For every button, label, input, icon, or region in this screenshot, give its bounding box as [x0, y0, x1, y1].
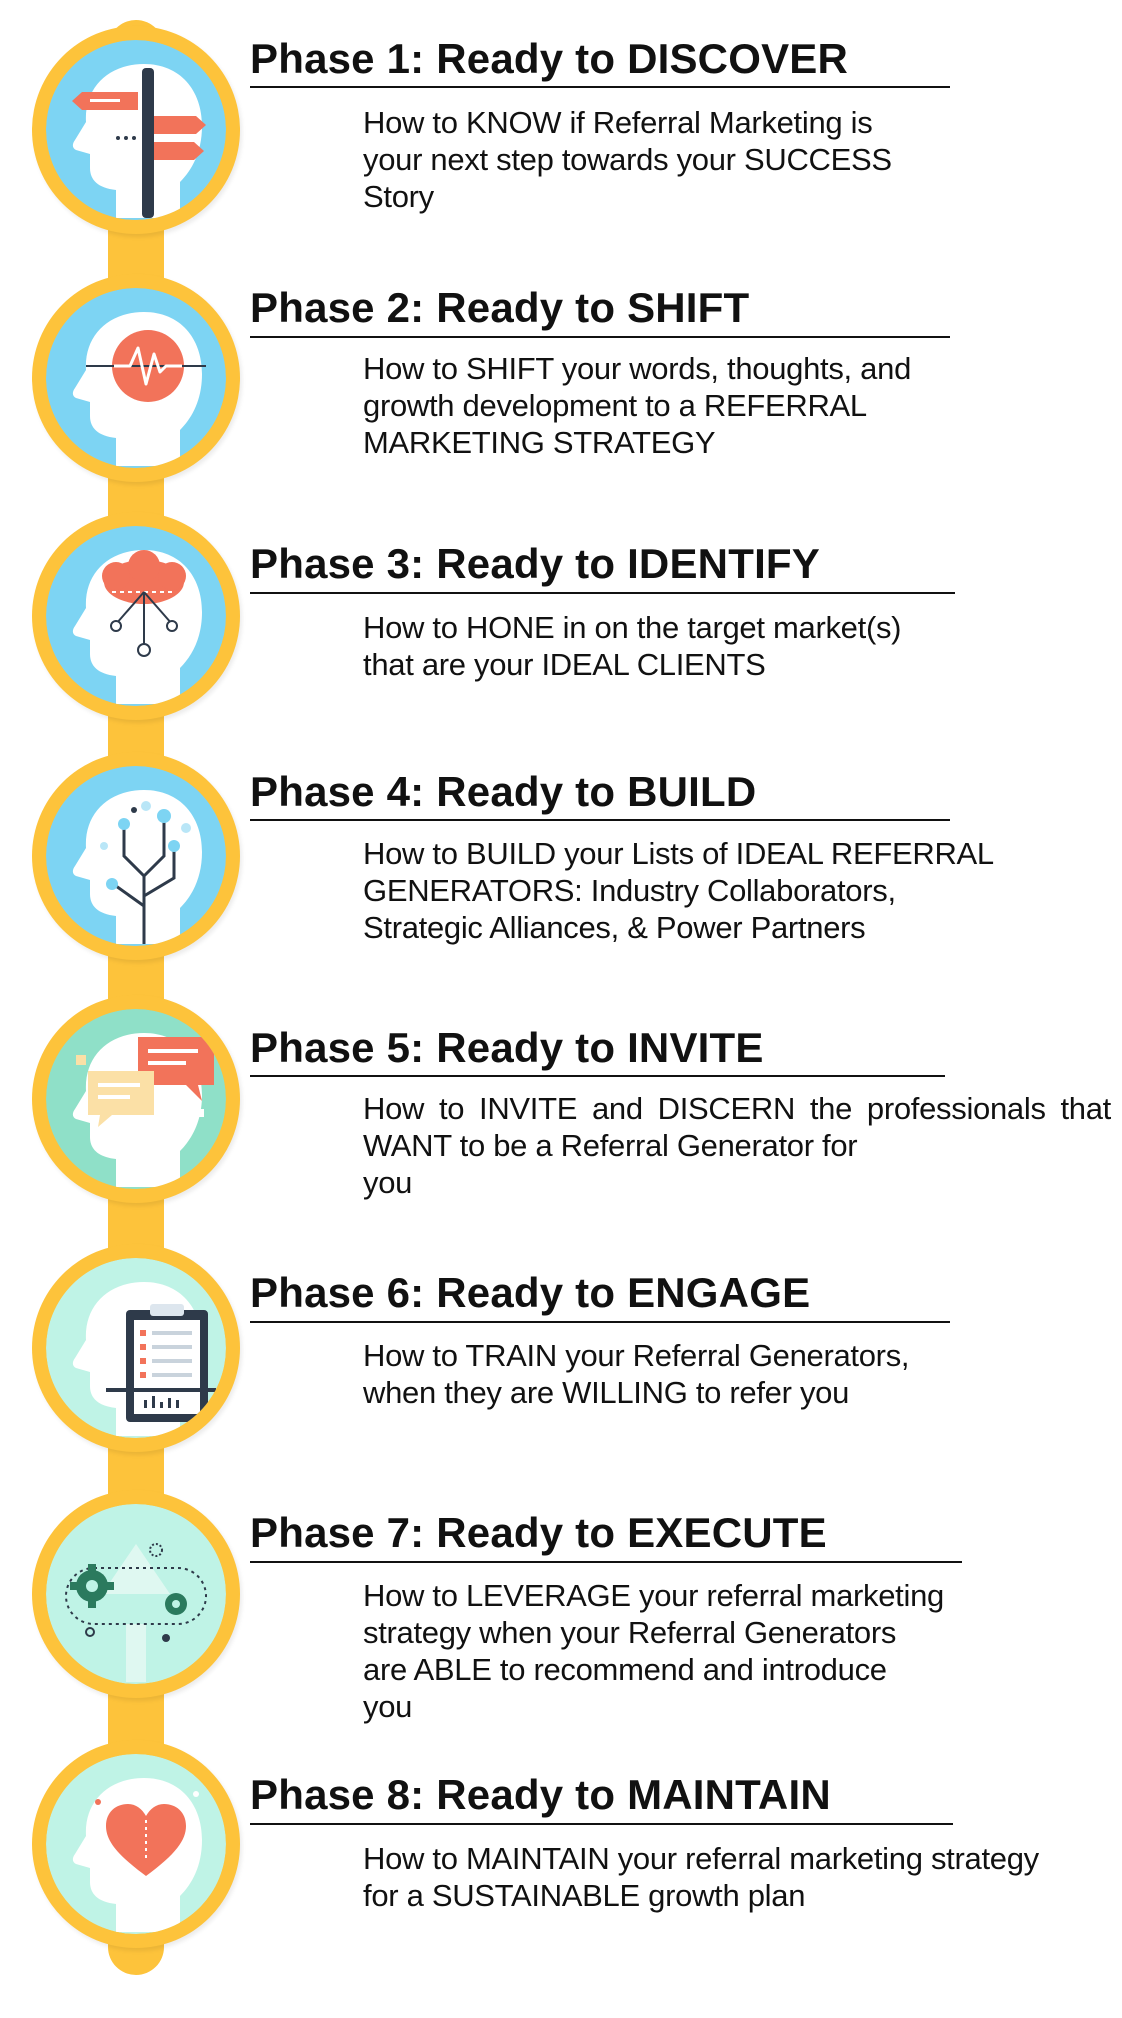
- phase-4-description-line: How to BUILD your Lists of IDEAL REFERRA…: [363, 836, 994, 871]
- phase-5-description-line: you: [363, 1165, 413, 1200]
- phase-3-description: How to HONE in on the target market(s)th…: [363, 609, 1112, 683]
- phase-1-description-line: How to KNOW if Referral Marketing is: [363, 105, 873, 140]
- phase-2-medallion: [32, 274, 240, 482]
- phase-2-description-line: growth development to a REFERRAL: [363, 388, 867, 423]
- phase-2-description-line: How to SHIFT your words, thoughts, and: [363, 351, 912, 386]
- brain-network-head-icon: [46, 526, 226, 706]
- phase-3-medallion: [32, 512, 240, 720]
- phase-6-title-underline: [250, 1321, 950, 1323]
- phase-3-title-underline: [250, 592, 955, 594]
- gears-people-icon: [46, 1504, 226, 1684]
- clipboard-checklist-icon: [46, 1258, 226, 1438]
- phase-1-medallion: [32, 26, 240, 234]
- phase-8-medallion: [32, 1740, 240, 1948]
- phase-5-description-line: WANT to be a Referral Generator for: [363, 1128, 858, 1163]
- chat-bubbles-head-icon: [46, 1009, 226, 1189]
- phase-6-medallion: [32, 1244, 240, 1452]
- phase-8-title: Phase 8: Ready to MAINTAIN: [250, 1771, 831, 1818]
- phase-4-description-line: GENERATORS: Industry Collaborators,: [363, 873, 896, 908]
- phase-8-description-line: for a SUSTAINABLE growth plan: [363, 1878, 806, 1913]
- phase-7-title-underline: [250, 1561, 962, 1563]
- phase-1-title: Phase 1: Ready to DISCOVER: [250, 35, 849, 82]
- phase-6-description: How to TRAIN your Referral Generators,wh…: [363, 1337, 1112, 1411]
- phase-4-description: How to BUILD your Lists of IDEAL REFERRA…: [363, 835, 1112, 946]
- phase-1-description-line: Story: [363, 179, 434, 214]
- phase-3-description-line: that are your IDEAL CLIENTS: [363, 647, 766, 682]
- heartbeat-head-icon: [46, 288, 226, 468]
- phase-1-description-line: your next step towards your SUCCESS: [363, 142, 892, 177]
- phase-7-title: Phase 7: Ready to EXECUTE: [250, 1509, 827, 1556]
- circuit-tree-head-icon: [46, 766, 226, 946]
- phase-2-title: Phase 2: Ready to SHIFT: [250, 284, 750, 331]
- phase-6-description-line: when they are WILLING to refer you: [363, 1375, 850, 1410]
- phase-2-title-underline: [250, 336, 950, 338]
- phase-5-title-underline: [250, 1075, 945, 1077]
- phase-5-medallion: [32, 995, 240, 1203]
- phase-5-description: How to INVITE and DISCERN the profession…: [363, 1090, 1112, 1201]
- phase-8-description: How to MAINTAIN your referral marketing …: [363, 1840, 1112, 1914]
- phase-8-title-underline: [250, 1823, 953, 1825]
- phase-7-description-line: How to LEVERAGE your referral marketing: [363, 1578, 944, 1613]
- phase-2-description-line: MARKETING STRATEGY: [363, 425, 716, 460]
- phase-8-description-line: How to MAINTAIN your referral marketing …: [363, 1841, 1039, 1876]
- phase-7-medallion: [32, 1490, 240, 1698]
- phase-3-title: Phase 3: Ready to IDENTIFY: [250, 540, 821, 587]
- phase-7-description-line: you: [363, 1689, 413, 1724]
- phase-1-title-underline: [250, 86, 950, 88]
- phase-6-description-line: How to TRAIN your Referral Generators,: [363, 1338, 910, 1373]
- heart-head-icon: [46, 1754, 226, 1934]
- phase-4-title-underline: [250, 819, 950, 821]
- signpost-head-icon: [46, 40, 226, 220]
- phase-4-description-line: Strategic Alliances, & Power Partners: [363, 910, 866, 945]
- phase-4-title: Phase 4: Ready to BUILD: [250, 768, 757, 815]
- phase-5-description-line: How to INVITE and DISCERN the profession…: [363, 1091, 1111, 1126]
- phase-3-description-line: How to HONE in on the target market(s): [363, 610, 902, 645]
- phase-7-description-line: are ABLE to recommend and introduce: [363, 1652, 887, 1687]
- phase-7-description-line: strategy when your Referral Generators: [363, 1615, 897, 1650]
- phase-6-title: Phase 6: Ready to ENGAGE: [250, 1269, 811, 1316]
- phase-4-medallion: [32, 752, 240, 960]
- phase-5-title: Phase 5: Ready to INVITE: [250, 1024, 764, 1071]
